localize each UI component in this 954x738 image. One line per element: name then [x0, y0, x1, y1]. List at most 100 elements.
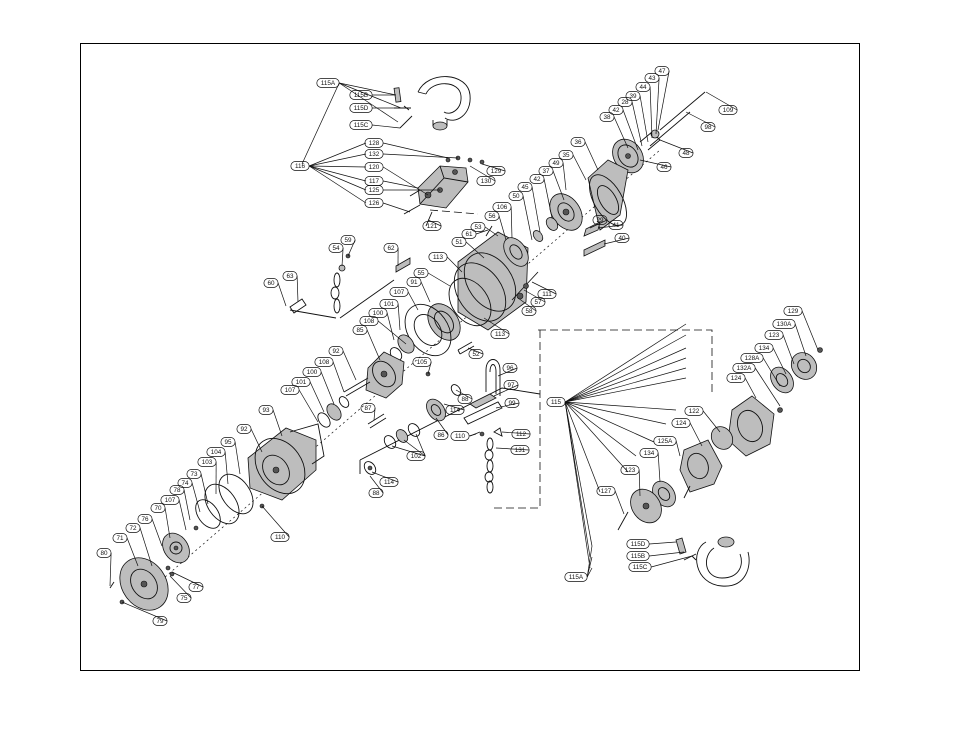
callout-115a: 115A [564, 572, 588, 582]
callout-134: 134 [754, 343, 774, 353]
callout-102: 102 [406, 451, 426, 461]
callout-88: 88 [368, 488, 384, 498]
callout-130a: 130A [772, 319, 796, 329]
callout-bubble [511, 429, 531, 439]
leader-line [446, 256, 463, 273]
callout-77: 77 [188, 582, 204, 592]
load-sprocket [317, 351, 431, 429]
callout-80: 80 [96, 548, 112, 558]
callout-127: 127 [596, 486, 616, 496]
callout-92: 92 [328, 346, 344, 356]
callout-number: 101 [296, 379, 307, 386]
callout-bubble [96, 548, 112, 558]
leader-line [649, 541, 677, 545]
callout-bubble [508, 191, 524, 201]
callout-105: 105 [412, 357, 432, 367]
callout-number: 29 [596, 217, 604, 224]
callout-number: 129 [491, 168, 502, 175]
callout-bubble [783, 306, 803, 316]
callout-number: 62 [387, 245, 395, 252]
callout-101: 101 [379, 299, 399, 309]
callout-number: 86 [437, 432, 445, 439]
leader-line [369, 475, 384, 494]
callout-62: 62 [383, 243, 399, 253]
callout-59: 59 [340, 235, 356, 245]
callout-58: 58 [521, 306, 537, 316]
leader-line [484, 226, 499, 237]
callout-number: 134 [644, 450, 655, 457]
callout-number: 70 [154, 505, 162, 512]
leader-line [685, 111, 716, 128]
leader-line [309, 142, 367, 167]
callout-130: 130 [476, 176, 496, 186]
callout-38: 38 [599, 112, 615, 122]
callout-number: 98 [704, 124, 712, 131]
leader-line [754, 367, 781, 407]
callout-50: 50 [508, 191, 524, 201]
callout-49: 49 [548, 158, 564, 168]
callout-number: 59 [344, 237, 352, 244]
callout-number: 115B [631, 553, 645, 560]
callout-bubble [599, 112, 615, 122]
callout-bubble [364, 138, 384, 148]
leader-line [383, 153, 459, 159]
leader-line [523, 289, 546, 303]
callout-bubble [537, 289, 557, 299]
callout-bubble [726, 373, 746, 383]
callout-number: 57 [534, 299, 542, 306]
callout-70: 70 [150, 503, 166, 513]
callout-number: 123 [769, 332, 780, 339]
callout-number: 48 [682, 150, 690, 157]
callout-98: 98 [700, 122, 716, 132]
callout-bubble [564, 572, 588, 582]
callout-number: 37 [542, 168, 550, 175]
motor-stator [587, 159, 629, 231]
callout-number: 114 [450, 407, 461, 414]
callout-103: 103 [197, 457, 217, 467]
callout-number: 115C [633, 564, 648, 571]
leader-line [126, 537, 139, 567]
leader-line [782, 334, 795, 365]
callout-76: 76 [137, 514, 153, 524]
callout-number: 73 [190, 471, 198, 478]
leader-line [109, 552, 112, 587]
callout-bubble [263, 278, 279, 288]
callout-number: 134 [759, 345, 770, 352]
callout-number: 115C [354, 122, 369, 129]
leader-line [572, 154, 587, 181]
callout-bubble [546, 397, 566, 407]
callout-bubble [137, 514, 153, 524]
callout-bubble [451, 237, 467, 247]
leader-line [543, 178, 553, 219]
callout-bubble [445, 405, 465, 415]
callout-number: 106 [497, 204, 508, 211]
callout-bubble [177, 478, 193, 488]
callout-bubble [349, 103, 373, 113]
callout-number: 53 [474, 224, 482, 231]
callout-number: 132A [737, 365, 753, 372]
callout-number: 97 [507, 382, 515, 389]
callout-bubble [206, 447, 226, 457]
leader-line [675, 440, 681, 457]
leader-line [164, 507, 171, 539]
callout-number: 71 [116, 535, 124, 542]
leader-line [435, 417, 449, 436]
leader-line [495, 402, 520, 409]
callout-116: 116 [290, 161, 310, 171]
leader-line [564, 401, 593, 547]
callout-number: 124 [676, 420, 687, 427]
callout-bubble [620, 465, 640, 475]
leader-line [383, 180, 419, 189]
callout-bubble [433, 430, 449, 440]
callout-bubble [639, 448, 659, 458]
callout-bubble [592, 215, 608, 225]
callout-52: 52 [468, 349, 484, 359]
callout-60: 60 [263, 278, 279, 288]
callout-bubble [476, 176, 496, 186]
callout-92: 92 [236, 424, 252, 434]
callout-number: 45 [521, 184, 529, 191]
callout-number: 74 [181, 480, 189, 487]
callout-number: 77 [192, 584, 200, 591]
leader-line [308, 165, 367, 204]
callout-bubble [484, 211, 500, 221]
